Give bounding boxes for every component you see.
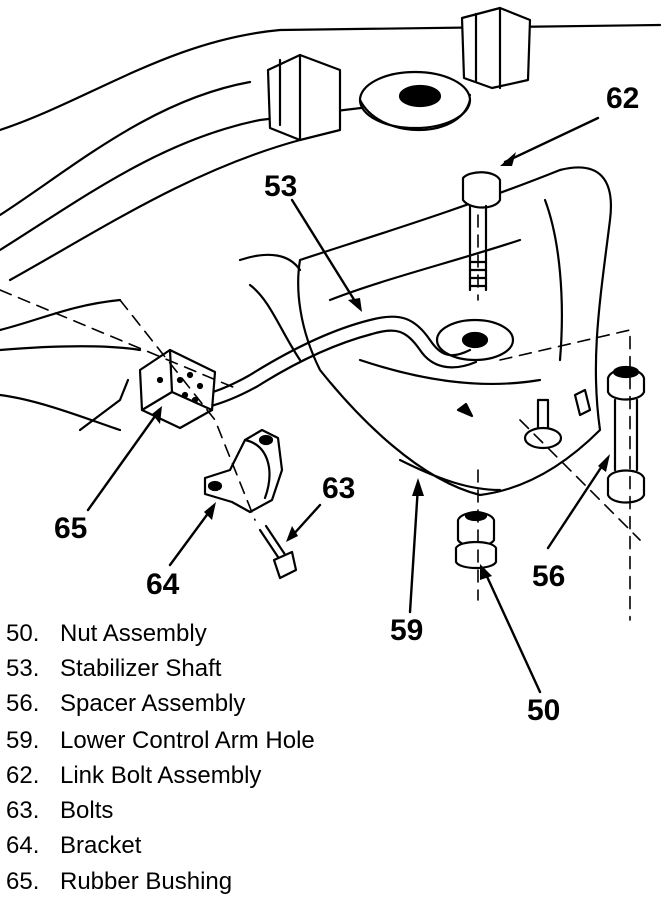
spring-seat: [358, 70, 472, 131]
legend-number: 63.: [6, 797, 40, 824]
rubber-bushing: [138, 348, 217, 430]
stabilizer-shaft: [158, 315, 478, 414]
legend-number: 59.: [6, 727, 40, 754]
alignment-lines: [0, 214, 641, 621]
leader-lines: [86, 116, 608, 694]
callout-56: 56: [532, 560, 565, 593]
legend-number: 56.: [6, 690, 40, 717]
callout-50: 50: [527, 694, 561, 727]
legend-number: 62.: [6, 762, 40, 789]
legend-number: 50.: [6, 620, 40, 647]
callout-64: 64: [146, 568, 180, 601]
callout-63: 63: [322, 472, 355, 505]
legend-item: 59. Lower Control Arm Hole: [6, 727, 315, 755]
legend-item: 64. Bracket: [6, 832, 141, 860]
upper-brackets: [266, 6, 532, 142]
legend-item: 56. Spacer Assembly: [6, 690, 245, 718]
stabilizer-assembly-diagram: 62 53 63 65 64 56 59: [0, 6, 662, 694]
arrowheads: [152, 152, 610, 580]
legend-text: Spacer Assembly: [60, 690, 246, 717]
nut-assembly: [454, 510, 498, 570]
legend-item: 50. Nut Assembly: [6, 620, 207, 648]
spacer-assembly: [606, 365, 646, 504]
legend-item: 53. Stabilizer Shaft: [6, 655, 221, 683]
legend-number: 64.: [6, 832, 40, 859]
link-bolt: [461, 171, 502, 292]
legend-item: 63. Bolts: [6, 797, 113, 825]
legend-text: Nut Assembly: [60, 620, 207, 647]
legend-text: Link Bolt Assembly: [60, 762, 262, 789]
callout-53: 53: [264, 170, 297, 203]
legend-text: Rubber Bushing: [60, 868, 233, 895]
bracket: [203, 428, 284, 514]
legend-text: Bracket: [60, 832, 142, 859]
bolt-63: [258, 524, 298, 580]
legend-number: 53.: [6, 655, 40, 682]
callout-59: 59: [390, 614, 423, 647]
legend-text: Lower Control Arm Hole: [60, 727, 315, 754]
legend-text: Bolts: [60, 797, 114, 824]
callout-62: 62: [606, 82, 639, 115]
legend-number: 65.: [6, 868, 40, 895]
legend-text: Stabilizer Shaft: [60, 655, 222, 682]
stud: [523, 388, 592, 450]
legend-item: 65. Rubber Bushing: [6, 868, 232, 896]
callout-65: 65: [54, 512, 87, 545]
lower-control-arm: [238, 166, 612, 497]
legend-item: 62. Link Bolt Assembly: [6, 762, 261, 790]
